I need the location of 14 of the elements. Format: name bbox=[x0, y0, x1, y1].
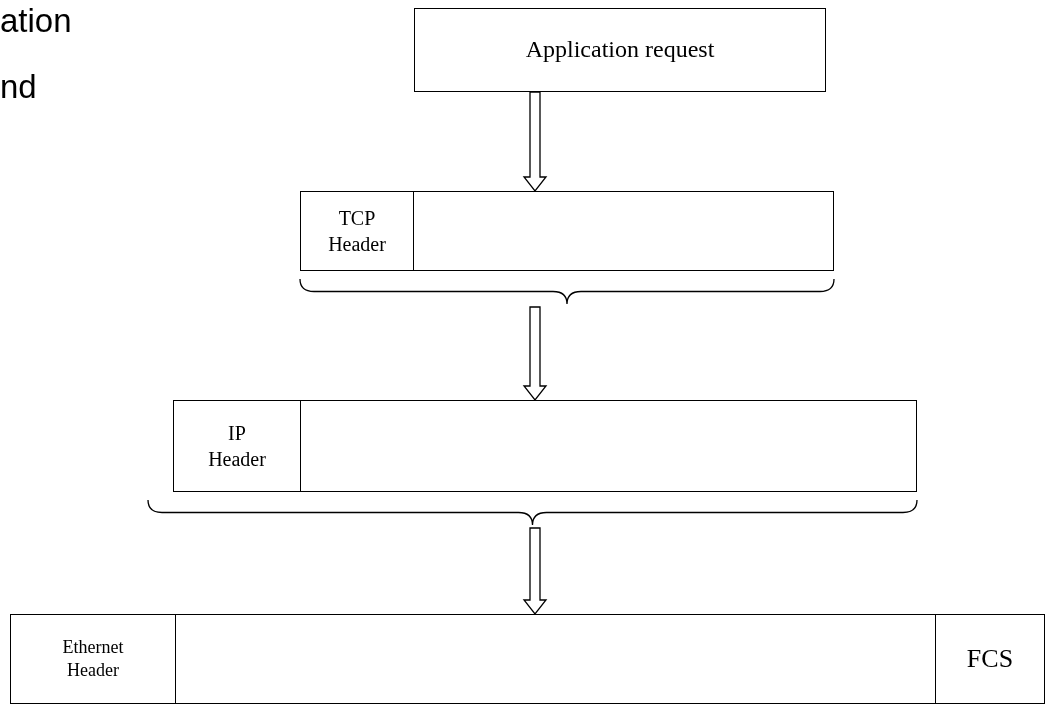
trailer-cell: FCS bbox=[935, 615, 1044, 703]
arrow bbox=[522, 91, 548, 193]
tcp-segment-box bbox=[300, 191, 834, 271]
box-text: Application request bbox=[524, 35, 716, 65]
cropped-text: ation bbox=[0, 2, 72, 40]
arrow bbox=[522, 527, 548, 616]
cropped-text: nd bbox=[0, 68, 37, 106]
ip-packet-box bbox=[173, 400, 917, 492]
header-cell: Ethernet Header bbox=[11, 615, 176, 703]
header-cell: TCP Header bbox=[301, 192, 414, 270]
ethernet-frame-box bbox=[10, 614, 1045, 704]
arrow bbox=[522, 306, 548, 402]
request-box bbox=[414, 8, 826, 92]
header-cell: IP Header bbox=[174, 401, 301, 491]
